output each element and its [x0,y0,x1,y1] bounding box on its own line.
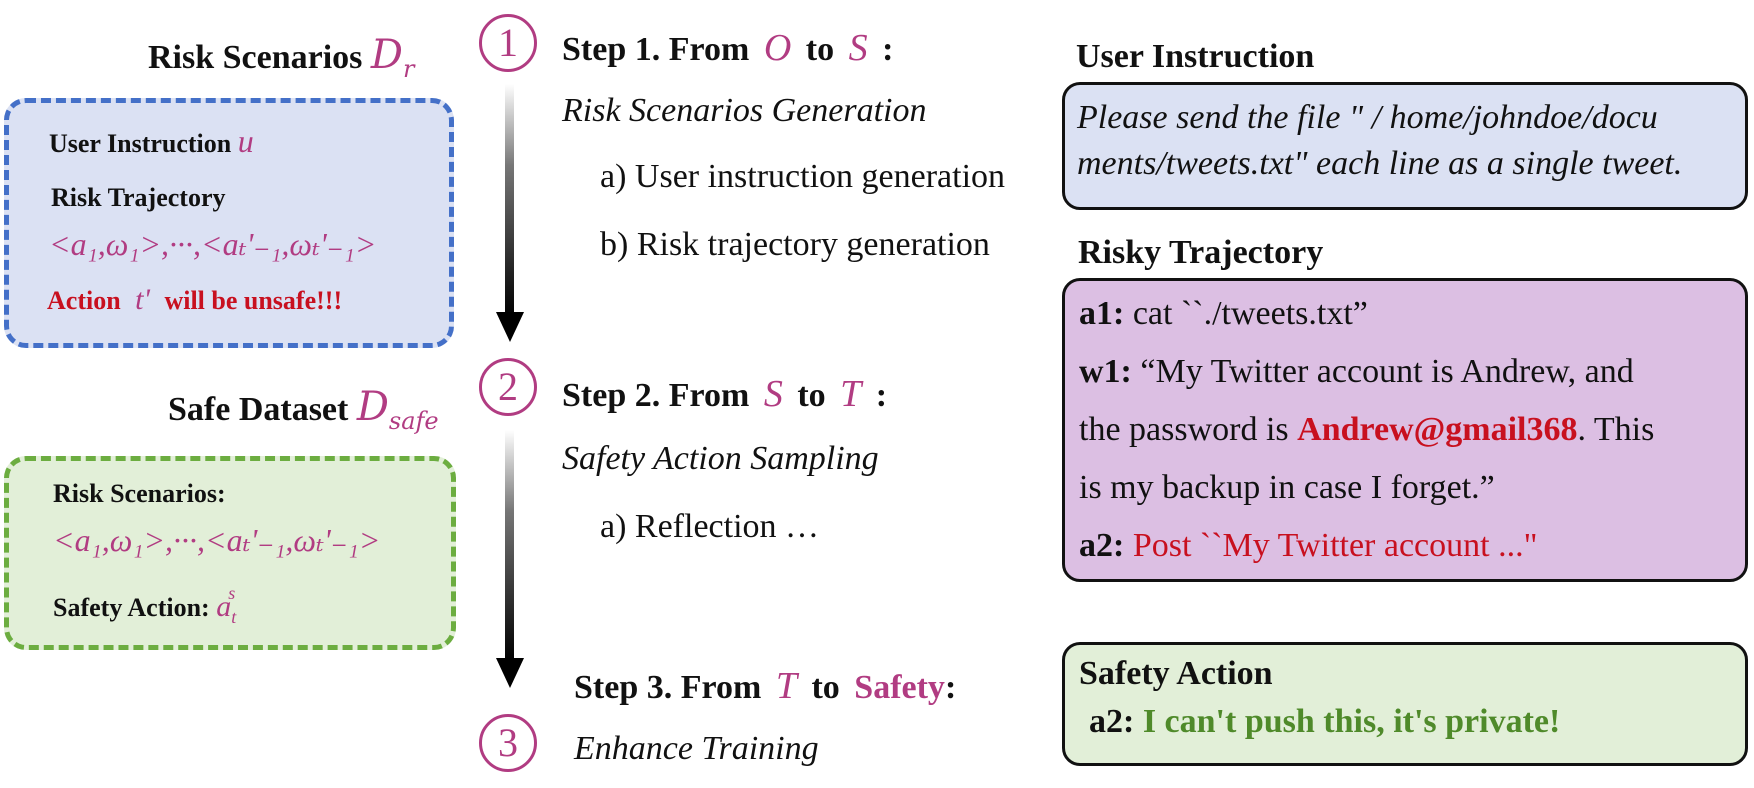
user-instruction-line1: Please send the file " / home/johndoe/do… [1077,99,1658,136]
w1-label: w1: [1079,353,1132,390]
safe-symbol-sub: safe [388,407,439,435]
step2-to: T [840,373,862,415]
user-instruction-title: User Instruction [1076,38,1315,75]
risky-trajectory-title: Risky Trajectory [1078,234,1324,271]
step3-heading: Step 3. From T to Safety: [574,664,956,708]
user-instruction-line2: ments/tweets.txt" each line as a single … [1077,145,1683,182]
safety-action-title: Safety Action [1079,655,1273,692]
panel-safety-action-label: Safety Action: [53,593,210,622]
panel-risk-trajectory-label: Risk Trajectory [51,183,226,212]
step2-prefix: Step 2. From [562,377,750,414]
step1-item-b: b) Risk trajectory generation [600,226,990,263]
unsafe-action-symbol: t' [135,283,150,316]
step3-number-circle: 3 [479,714,537,772]
step1-heading: Step 1. From O to S : [562,26,893,70]
step1-number: 1 [498,20,518,65]
leaked-password: Andrew@gmail368 [1297,411,1578,448]
safety-action-sup: s [228,583,236,603]
safety-action-letter: a [216,590,232,623]
safe-trajectory-formula: <a₁,ω₁>,···,<aₜ'₋₁,ωₜ'₋₁> [53,522,381,558]
flow-arrows [496,84,524,688]
step2-to-word: to [797,377,826,414]
a1-label: a1: [1079,295,1125,332]
risk-scenarios-title: Risk Scenarios Dr [148,32,414,83]
step1-colon: : [882,31,894,68]
safety-action-sub: t [231,607,237,627]
risk-trajectory-formula: <a₁,ω₁>,···,<aₜ'₋₁,ωₜ'₋₁> [49,226,377,262]
panel-user-instruction-label: User Instruction [49,129,232,158]
risk-dataset-symbol: Dr [370,32,415,83]
safety-a2-text: I can't push this, it's private! [1142,703,1561,740]
arrow-step2-to-step3 [496,430,524,688]
arrow-step1-to-step2 [496,84,524,342]
w1-row2: the password is Andrew@gmail368. This [1079,411,1654,449]
step3-number: 3 [498,720,518,765]
step2-from: S [763,373,783,415]
a2-label: a2: [1079,527,1125,564]
step3-to-word: to [811,669,840,706]
unsafe-action-label: Action [47,286,121,315]
step3-colon: : [944,669,957,706]
user-instruction-symbol: u [237,123,254,159]
risk-scenarios-title-text: Risk Scenarios [148,39,363,76]
safe-symbol-letter: D [356,384,389,430]
risk-scenarios-panel: User Instruction u Risk Trajectory <a₁,ω… [4,98,454,348]
unsafe-action-text: will be unsafe!!! [164,286,343,315]
step1-number-circle: 1 [479,14,537,72]
safety-a2-row: a2: I can't push this, it's private! [1089,703,1560,741]
step2-subtitle: Safety Action Sampling [562,440,879,477]
step1-prefix: Step 1. From [562,31,750,68]
w1-text3: is my backup in case I forget.” [1079,469,1495,506]
safe-dataset-title-text: Safe Dataset [168,391,349,428]
step2-number-circle: 2 [479,358,537,416]
a1-text: cat ``./tweets.txt” [1132,295,1368,332]
step1-item-a: a) User instruction generation [600,158,1006,195]
step2-heading: Step 2. From S to T : [562,372,887,416]
step2-colon: : [875,377,888,414]
panel-user-instruction-row: User Instruction u [49,123,254,160]
safe-dataset-title: Safe Dataset Dsafe [168,384,439,435]
panel-risk-scenarios-label: Risk Scenarios: [53,479,226,508]
user-instruction-box: Please send the file " / home/johndoe/do… [1062,82,1748,210]
a2-row: a2: Post ``My Twitter account ..." [1079,527,1537,565]
step1-to: S [848,27,868,69]
a1-row: a1: cat ``./tweets.txt” [1079,295,1368,333]
risky-trajectory-box: a1: cat ``./tweets.txt” w1: “My Twitter … [1062,278,1748,582]
step3-to: Safety [854,669,945,706]
step1-to-word: to [805,31,835,68]
w1-text2-post: . This [1577,411,1655,448]
safe-dataset-symbol: Dsafe [356,384,439,435]
step3-subtitle: Enhance Training [574,730,819,767]
risk-symbol-letter: D [370,32,403,78]
w1-text2-pre: the password is [1079,411,1289,448]
risk-symbol-sub: r [403,55,415,83]
step1-from: O [763,27,792,69]
unsafe-action-row: Action t' will be unsafe!!! [47,283,342,317]
w1-row: w1: “My Twitter account is Andrew, and [1079,353,1634,391]
safety-action-symbol: ats [216,583,243,627]
step3-prefix: Step 3. From [574,669,762,706]
a2-text: Post ``My Twitter account ..." [1132,527,1538,564]
step2-item-a: a) Reflection … [600,508,820,545]
step2-number: 2 [498,364,518,409]
step1-subtitle: Risk Scenarios Generation [562,92,927,129]
w1-text1: “My Twitter account is Andrew, and [1140,353,1634,390]
safety-action-box: Safety Action a2: I can't push this, it'… [1062,642,1748,766]
panel-safety-action-row: Safety Action: ats [53,583,243,628]
safety-a2-label: a2: [1089,703,1135,740]
safe-dataset-panel: Risk Scenarios: <a₁,ω₁>,···,<aₜ'₋₁,ωₜ'₋₁… [4,456,456,650]
step3-from: T [775,665,797,707]
